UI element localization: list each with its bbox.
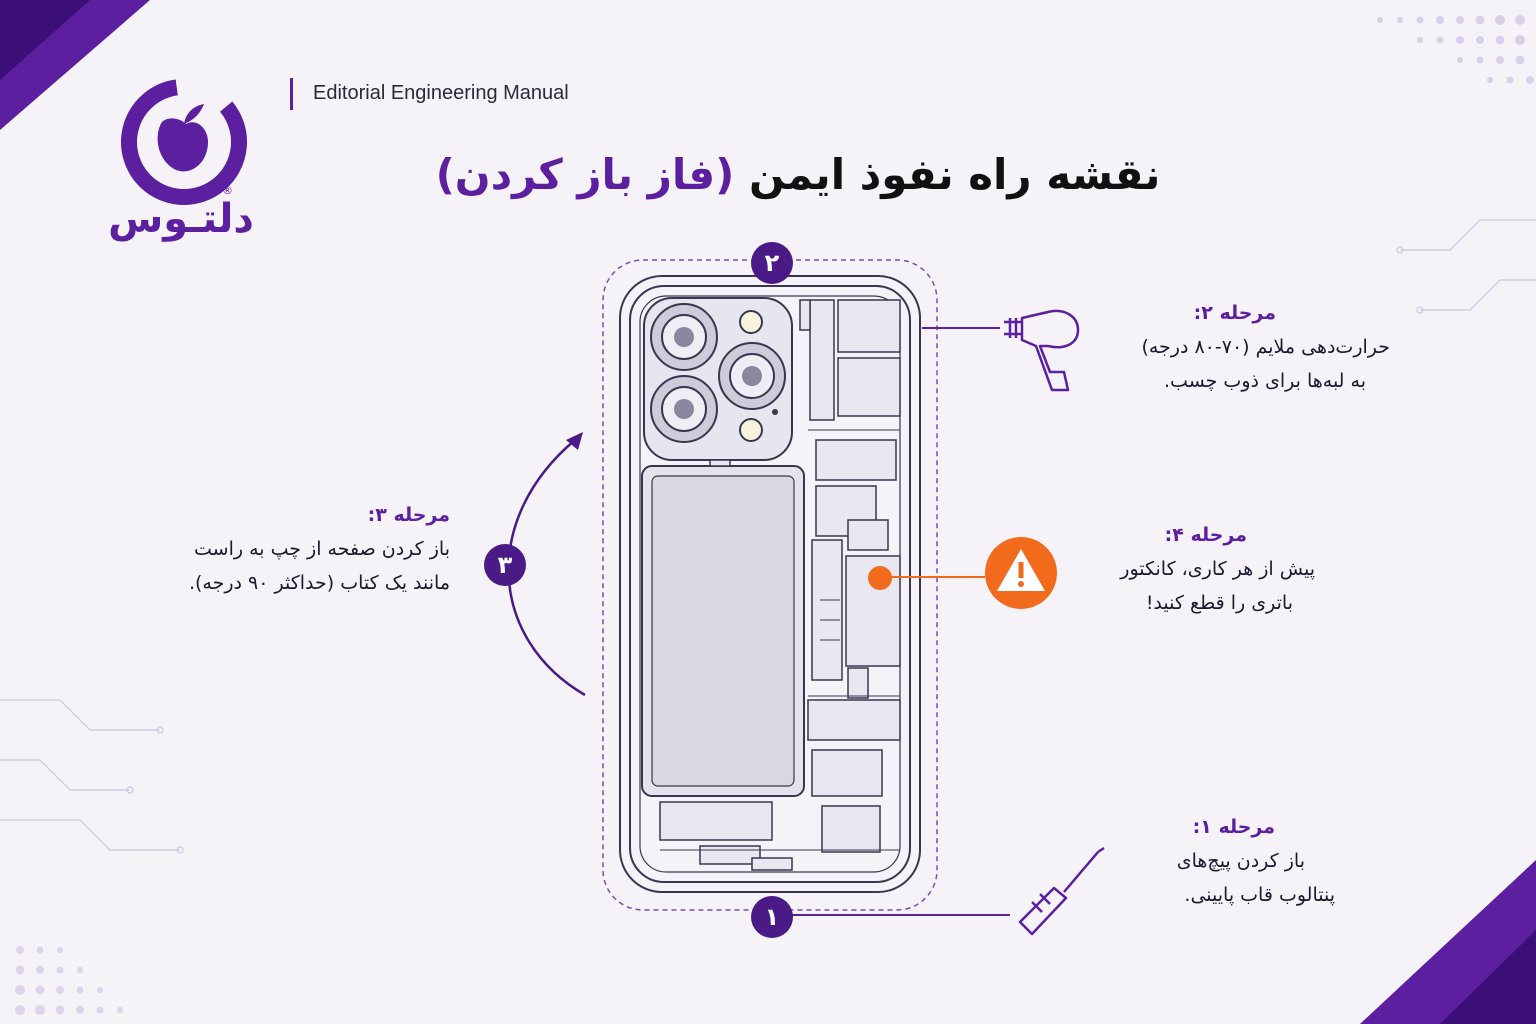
screwdriver-icon: [1018, 846, 1105, 936]
corner-top-left-dark: [0, 0, 90, 80]
brand-name: دلتـوس: [108, 196, 254, 242]
step4-label: مرحله ۴:: [1164, 524, 1247, 546]
registered-mark: ®: [222, 184, 233, 197]
step2-line1: حرارت‌دهی ملایم (۷۰-۸۰ درجه): [1141, 336, 1390, 358]
battery-connector-marker: [868, 566, 892, 590]
step3-text: مرحله ۳: باز کردن صفحه از چپ به راست مان…: [140, 504, 450, 600]
title-main: نقشه راه نفوذ ایمن: [748, 150, 1161, 199]
step1-line1: باز کردن پیچ‌های: [1176, 850, 1305, 872]
board-traces: [660, 429, 900, 851]
step1-label: مرحله ۱:: [1192, 816, 1275, 838]
step2-badge: ۲: [751, 242, 793, 284]
step3-badge: ۳: [484, 544, 526, 586]
title-accent: (فاز باز کردن): [435, 150, 735, 199]
warning-icon: [985, 537, 1057, 609]
heat-gun-icon: [1004, 309, 1080, 392]
corner-bottom-right-dark: [1440, 930, 1536, 1024]
step1-badge: ۱: [751, 896, 793, 938]
step2-label: مرحله ۲:: [1193, 302, 1276, 324]
step1-text: مرحله ۱: باز کردن پیچ‌های پنتالوب قاب پا…: [1110, 816, 1335, 912]
dot-pattern-top-right: [1377, 15, 1534, 84]
arrow-head: [566, 432, 583, 450]
step2-line2: به لبه‌ها برای ذوب چسب.: [1164, 370, 1366, 392]
page-title: نقشه راه نفوذ ایمن (فاز باز کردن): [0, 150, 1536, 199]
dot-pattern-bottom-left: [15, 946, 123, 1015]
step4-text: مرحله ۴: پیش از هر کاری، کانکتور باتری ر…: [1080, 524, 1315, 620]
camera-module: [643, 297, 793, 461]
step3-label: مرحله ۳:: [367, 504, 450, 526]
step3-line1: باز کردن صفحه از چپ به راست: [194, 538, 450, 560]
circuit-lines: [0, 219, 1536, 854]
step3-line2: مانند یک کتاب (حداکثر ۹۰ درجه).: [188, 572, 450, 594]
step1-line2: پنتالوب قاب پایینی.: [1184, 884, 1335, 906]
manual-divider: [290, 78, 293, 110]
brand-logo: [121, 79, 247, 205]
manual-label: Editorial Engineering Manual: [313, 82, 569, 104]
step4-line1: پیش از هر کاری، کانکتور: [1120, 558, 1315, 580]
step4-line2: باتری را قطع کنید!: [1145, 592, 1293, 614]
step2-text: مرحله ۲: حرارت‌دهی ملایم (۷۰-۸۰ درجه) به…: [1080, 302, 1390, 398]
